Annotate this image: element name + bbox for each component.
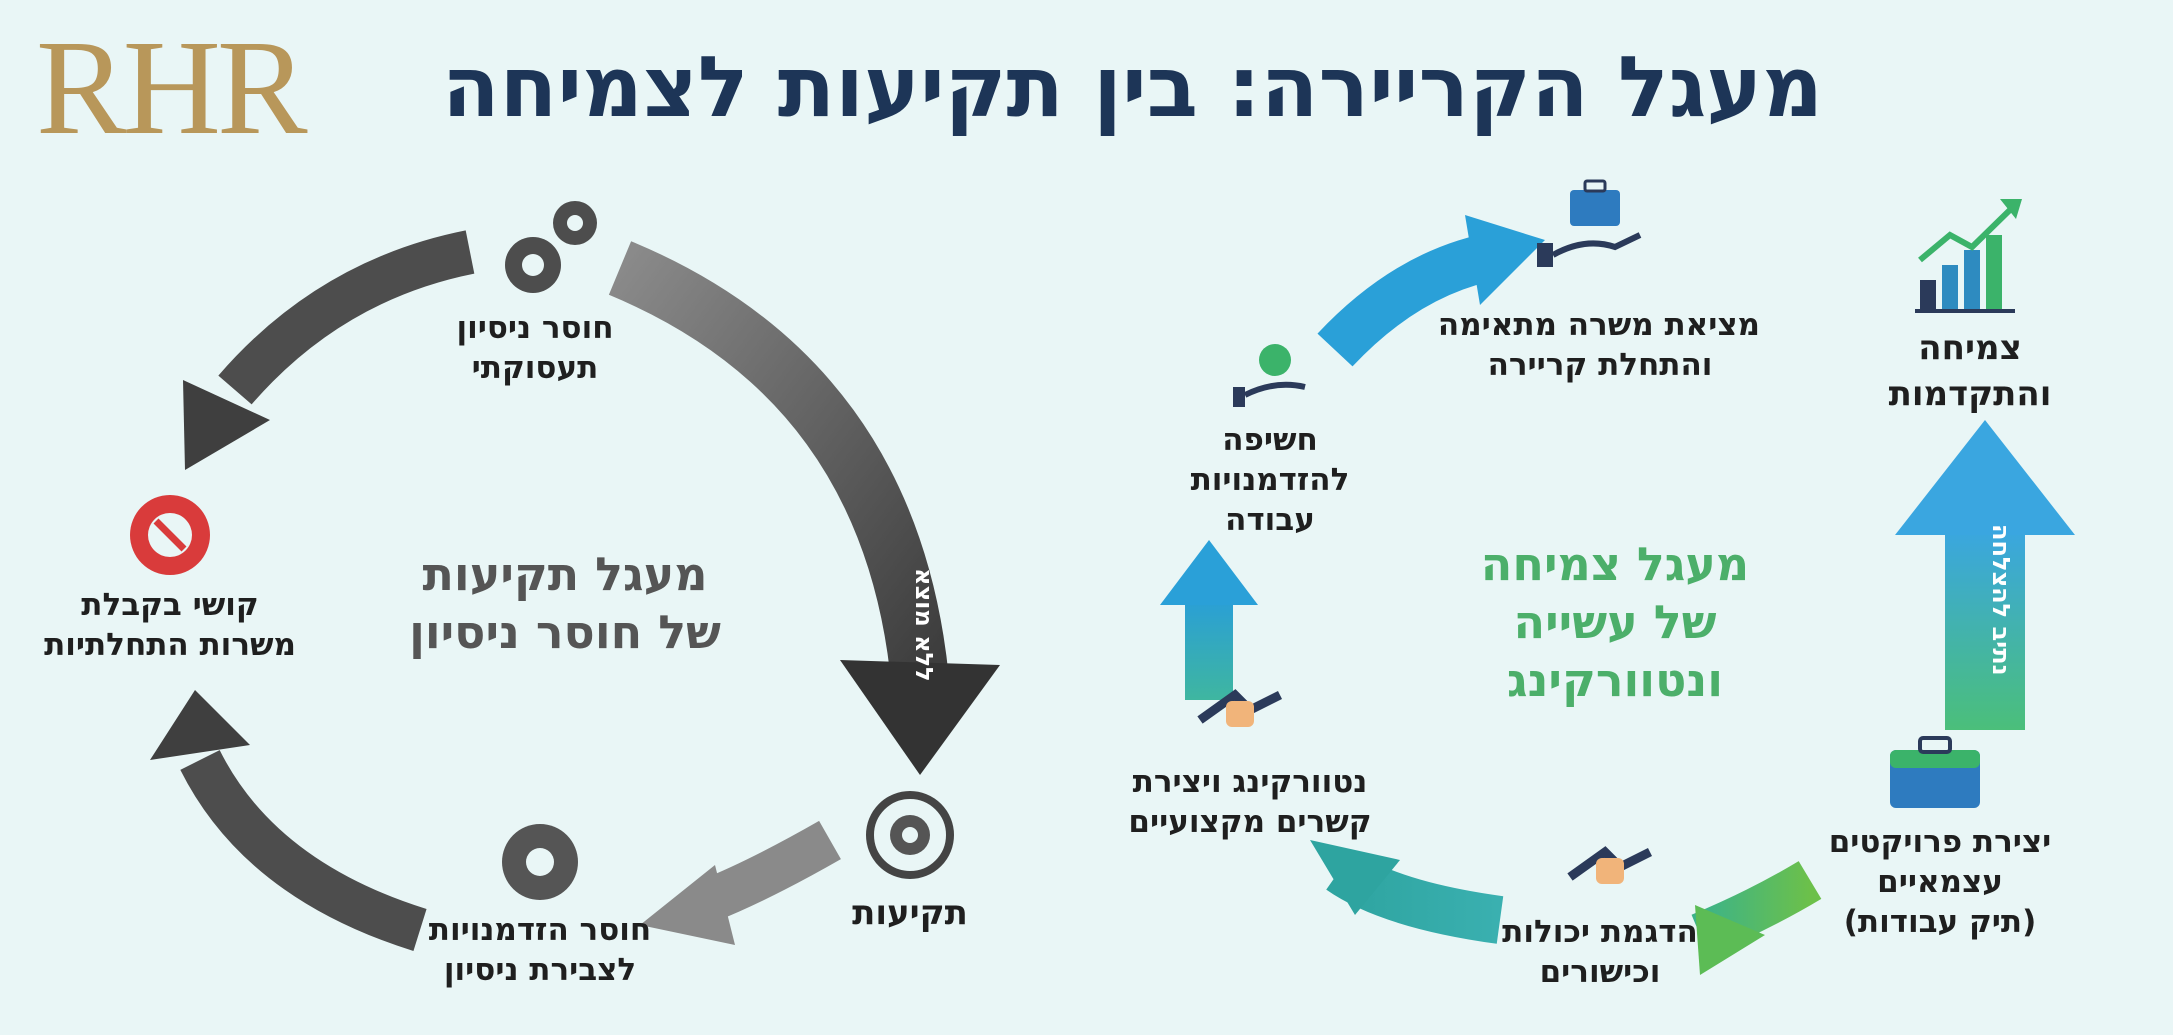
growth-center: מעגל צמיחה של עשייה ונטוורקינג xyxy=(1420,535,1810,709)
node-label: נטוורקינג ויצירת xyxy=(1132,764,1368,800)
center-label: ונטוורקינג xyxy=(1507,653,1723,707)
gray-arrow-top-left xyxy=(218,230,475,405)
blue-arrow-left-shaft xyxy=(1185,600,1233,700)
node-label: חוסר הזדמנויות xyxy=(428,912,652,948)
stagnation-center: מעגל תקיעות של חוסר ניסיון xyxy=(355,545,775,661)
node-label: הדגמת יכולות xyxy=(1502,914,1698,950)
handshake-icon xyxy=(1567,846,1653,884)
gear-icon xyxy=(502,824,578,900)
node-label: צמיחה xyxy=(1918,328,2022,368)
node-label: עצמאיים xyxy=(1877,864,2003,900)
no-exit-label: ללא מוצא xyxy=(910,568,938,682)
gray-arrow-bottom-head xyxy=(640,865,735,945)
briefcase-hand-icon xyxy=(1537,179,1642,267)
node-label: להזדמנויות xyxy=(1190,462,1350,498)
center-label: מעגל צמיחה xyxy=(1480,537,1750,591)
node-label: והתקדמות xyxy=(1888,374,2052,414)
blue-arrow-top-head xyxy=(1465,215,1545,305)
center-label: מעגל תקיעות xyxy=(422,547,708,601)
node-networking: נטוורקינג ויצירת קשרים מקצועיים xyxy=(1110,762,1390,842)
gray-arrow-big-right xyxy=(608,241,949,683)
gray-arrow-top-left-head xyxy=(183,380,270,470)
gears-icon xyxy=(505,201,597,293)
success-arrow-head xyxy=(1895,420,2075,535)
path-to-success-label: נתיב להצלחה xyxy=(1987,524,2015,676)
node-exposure: חשיפה להזדמנויות עבודה xyxy=(1170,420,1370,540)
node-job: מציאת משרה מתאימה והתחלת קריירה xyxy=(1437,305,1760,385)
gray-arrow-bottom-left-head xyxy=(150,690,250,760)
node-label: תעסוקתי xyxy=(471,350,599,386)
node-label: והתחלת קריירה xyxy=(1487,347,1713,383)
node-label: קושי בקבלת xyxy=(81,587,259,623)
node-no-opportunities: חוסר הזדמנויות לצבירת ניסיון xyxy=(420,910,660,990)
node-label: קשרים מקצועיים xyxy=(1128,804,1372,840)
node-difficulty: קושי בקבלת משרות התחלתיות xyxy=(40,585,300,665)
node-label: לצבירת ניסיון xyxy=(443,952,637,988)
node-label: חוסר ניסיון xyxy=(456,310,614,346)
node-label: עבודה xyxy=(1225,502,1315,538)
growth-chart-icon xyxy=(1915,199,2022,313)
success-arrow-shaft xyxy=(1945,530,2025,730)
gray-arrow-bottom-left xyxy=(180,749,427,951)
center-label: של חוסר ניסיון xyxy=(409,605,721,659)
stuck-gear-icon xyxy=(866,791,954,879)
node-demo: הדגמת יכולות וכישורים xyxy=(1480,912,1720,992)
node-growth: צמיחה והתקדמות xyxy=(1870,325,2070,417)
node-projects: יצירת פרויקטים עצמאיים (תיק עבודות) xyxy=(1810,822,2070,942)
handshake-icon xyxy=(1197,689,1283,727)
node-label: יצירת פרויקטים xyxy=(1828,824,2052,860)
node-no-experience: חוסר ניסיון תעסוקתי xyxy=(455,308,615,388)
center-label: של עשייה xyxy=(1513,595,1717,649)
node-label: וכישורים xyxy=(1539,954,1661,990)
logo: RHR xyxy=(36,13,308,163)
gray-arrow-big-right-head xyxy=(840,660,1000,775)
blue-arrow-left-head xyxy=(1160,540,1258,605)
node-label: משרות התחלתיות xyxy=(44,627,296,663)
node-label: מציאת משרה מתאימה xyxy=(1437,307,1760,343)
node-stuck: תקיעות xyxy=(852,893,968,933)
page-title: מעגל הקריירה: בין תקיעות לצמיחה xyxy=(441,38,1823,136)
gray-arrow-bottom xyxy=(701,820,841,921)
teal-arrow-bottom-head xyxy=(1310,840,1400,915)
green-arrow-bottom-head xyxy=(1695,905,1765,975)
briefcase-icon xyxy=(1890,736,1980,808)
node-label: (תיק עבודות) xyxy=(1843,904,2037,940)
warning-gear-icon xyxy=(130,495,210,575)
money-hand-icon xyxy=(1233,344,1306,407)
node-label: חשיפה xyxy=(1222,422,1318,458)
